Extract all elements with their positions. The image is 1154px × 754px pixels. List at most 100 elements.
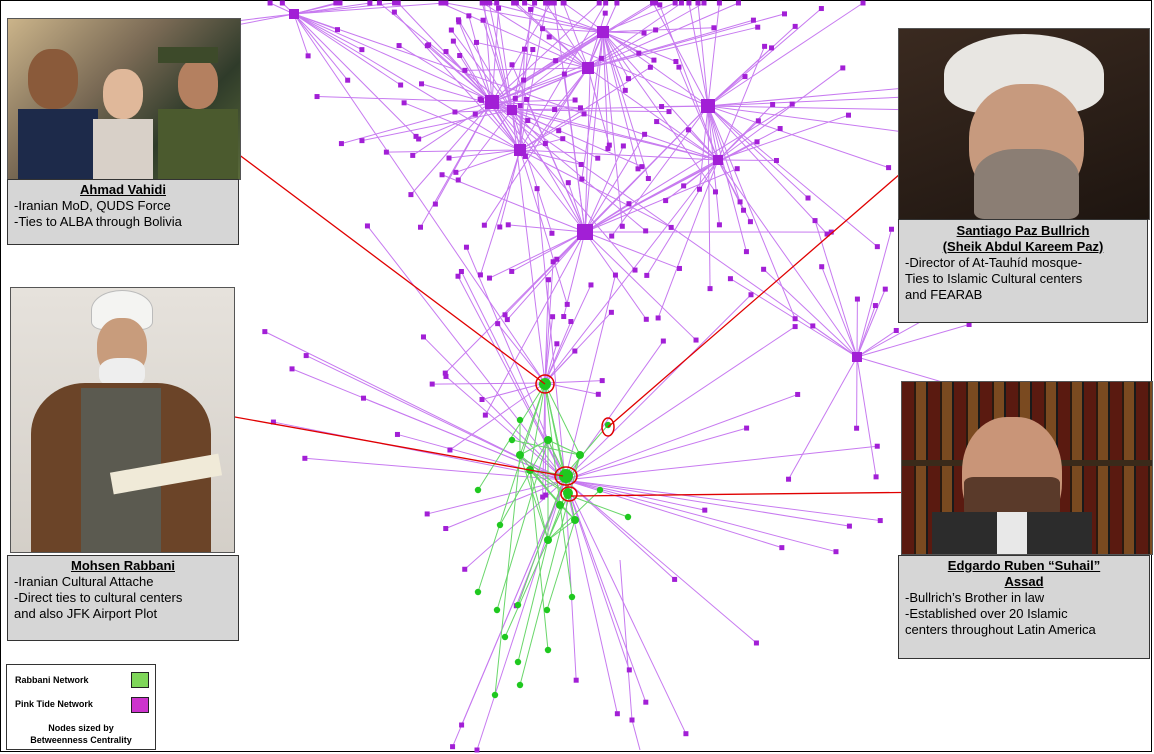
pink-tide-node bbox=[805, 195, 811, 201]
edgardo-assad-surname: Assad bbox=[1004, 574, 1044, 589]
pink-tide-edge bbox=[367, 225, 566, 481]
pink-tide-edge bbox=[584, 31, 604, 233]
pink-tide-node bbox=[873, 474, 879, 480]
pink-tide-node bbox=[702, 507, 708, 513]
pink-tide-node bbox=[546, 34, 552, 40]
pink-tide-node bbox=[279, 0, 285, 6]
pink-tide-node bbox=[599, 378, 605, 384]
pink-tide-node bbox=[579, 176, 585, 182]
pink-tide-edge bbox=[707, 105, 828, 235]
rabbani-edge bbox=[517, 474, 566, 606]
pink-tide-node bbox=[568, 319, 574, 325]
pink-tide-edge bbox=[488, 2, 521, 151]
pink-tide-node bbox=[581, 111, 587, 117]
pink-tide-edge bbox=[856, 305, 876, 358]
pink-tide-edge bbox=[587, 67, 719, 161]
rabbani-node bbox=[576, 451, 584, 459]
pink-tide-node bbox=[588, 282, 594, 288]
caption-line: centers throughout Latin America bbox=[905, 622, 1096, 637]
pink-tide-edge bbox=[482, 2, 589, 69]
pink-tide-edge bbox=[564, 479, 757, 644]
pink-tide-node bbox=[833, 549, 839, 555]
rabbani-node bbox=[571, 516, 579, 524]
highlight-ring bbox=[535, 374, 555, 394]
caption-line: -Ties to ALBA through Bolivia bbox=[14, 214, 182, 229]
pink-tide-node bbox=[657, 2, 663, 8]
pink-tide-node bbox=[770, 101, 776, 107]
pink-tide-edge bbox=[293, 13, 401, 86]
pink-tide-node bbox=[442, 0, 448, 6]
pink-tide-edge bbox=[273, 421, 566, 481]
pink-tide-edge bbox=[476, 41, 589, 69]
pink-tide-edge bbox=[584, 105, 709, 233]
pink-tide-edge bbox=[496, 2, 513, 111]
pink-tide-node bbox=[626, 201, 632, 207]
pink-tide-node bbox=[561, 314, 567, 320]
rabbani-edge bbox=[564, 424, 609, 476]
pink-tide-edge bbox=[519, 149, 719, 161]
pink-tide-edge bbox=[484, 231, 586, 416]
pink-tide-node bbox=[561, 71, 567, 77]
caption-line: -Established over 20 Islamic bbox=[905, 606, 1068, 621]
pink-tide-node bbox=[653, 0, 659, 6]
pink-tide-node bbox=[522, 46, 528, 52]
pink-tide-node bbox=[877, 518, 883, 524]
pink-tide-edge bbox=[511, 105, 709, 111]
pink-tide-edge bbox=[293, 2, 341, 15]
caption-line: -Iranian Cultural Attache bbox=[14, 574, 154, 589]
rabbani-edge bbox=[544, 383, 561, 506]
caption-line: -Iranian MoD, QUDS Force bbox=[14, 198, 171, 213]
rabbani-node bbox=[508, 436, 516, 444]
pink-tide-node bbox=[744, 425, 750, 431]
pink-tide-node bbox=[479, 97, 485, 103]
pink-tide-node bbox=[314, 94, 320, 100]
pink-tide-node bbox=[711, 25, 717, 31]
pink-tide-node bbox=[819, 264, 825, 270]
pink-tide-node bbox=[701, 0, 707, 6]
pink-tide-edge bbox=[707, 105, 719, 161]
pink-tide-edge bbox=[293, 13, 349, 81]
pink-tide-node bbox=[622, 87, 628, 93]
ahmad-vahidi-caption: Ahmad Vahidi -Iranian MoD, QUDS Force -T… bbox=[7, 179, 239, 245]
pink-tide-edge bbox=[602, 31, 639, 169]
pink-tide-node bbox=[438, 0, 444, 6]
pink-tide-node bbox=[545, 277, 551, 283]
pink-tide-edge bbox=[564, 479, 630, 671]
pink-tide-edge bbox=[564, 479, 687, 734]
pink-tide-node bbox=[860, 0, 866, 6]
pink-tide-node bbox=[448, 27, 454, 33]
pink-tide-node bbox=[635, 166, 641, 172]
pink-tide-node bbox=[502, 312, 508, 318]
pink-tide-node bbox=[660, 338, 666, 344]
pink-tide-edge bbox=[659, 4, 719, 161]
pink-tide-edge bbox=[483, 67, 589, 226]
pink-tide-node bbox=[603, 0, 609, 6]
pink-tide-node bbox=[795, 391, 801, 397]
pink-tide-edge bbox=[519, 49, 526, 151]
pink-tide-edge bbox=[707, 105, 796, 319]
pink-tide-node bbox=[417, 224, 423, 230]
pink-tide-node bbox=[636, 50, 642, 56]
pink-tide-node bbox=[447, 447, 453, 453]
legend-note-line2: Betweenness Centrality bbox=[30, 735, 132, 745]
pink-tide-node bbox=[779, 545, 785, 551]
pink-tide-edge bbox=[564, 445, 878, 481]
pink-tide-node bbox=[639, 164, 645, 170]
pink-tide-edge bbox=[602, 29, 656, 33]
pink-tide-node bbox=[737, 199, 743, 205]
pink-tide-node bbox=[450, 744, 456, 750]
pink-tide-edge bbox=[652, 2, 709, 107]
pink-tide-edge bbox=[545, 2, 589, 69]
pink-tide-edge bbox=[448, 149, 521, 159]
pink-tide-node bbox=[509, 268, 515, 274]
callout-line bbox=[607, 134, 946, 428]
pink-tide-node bbox=[359, 138, 365, 144]
pink-tide-edge bbox=[491, 101, 646, 232]
pink-tide-node bbox=[302, 455, 308, 461]
pink-tide-node bbox=[707, 286, 713, 292]
pink-tide-node bbox=[696, 186, 702, 192]
santiago-paz-alias: (Sheik Abdul Kareem Paz) bbox=[942, 239, 1104, 254]
rabbani-node bbox=[568, 593, 576, 601]
pink-tide-node bbox=[747, 219, 753, 225]
pink-tide-node bbox=[359, 47, 365, 53]
